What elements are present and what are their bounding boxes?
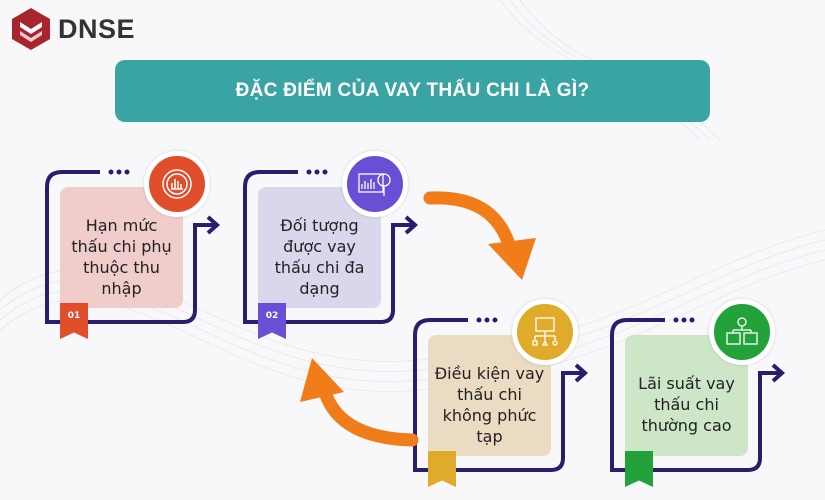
card-text: Lãi suất vay thấu chi thường cao [638,374,735,435]
feature-card-1: Hạn mức thấu chi phụ thuộc thu nhập 01 [45,151,225,345]
card-text-box: Hạn mức thấu chi phụ thuộc thu nhập [60,187,183,308]
folder-hierarchy-icon [512,299,578,365]
card-text: Điều kiện vay thấu chi không phức tạp [434,363,545,446]
card-frame [243,169,419,324]
dnse-logo-icon [12,8,50,50]
feature-card-3: Điều kiện vay thấu chi không phức tạp [413,299,593,493]
badge-number: 02 [265,311,279,321]
page-title: ĐẶC ĐIỂM CỦA VAY THẤU CHI LÀ GÌ? [235,80,590,101]
gear-boxes-icon [709,299,775,365]
title-banner: ĐẶC ĐIỂM CỦA VAY THẤU CHI LÀ GÌ? [115,60,710,122]
card-text: Đối tượng được vay thấu chi đa dạng [274,215,365,298]
feature-card-4: Lãi suất vay thấu chi thường cao [610,299,790,493]
feature-card-2: Đối tượng được vay thấu chi đa dạng 02 [243,151,423,345]
card-frame [413,317,589,472]
analytics-magnifier-icon [342,151,408,217]
card-frame [610,317,786,472]
badge-number: 01 [67,311,81,321]
logo-text: DNSE [58,13,136,44]
card-frame [45,169,221,324]
card-text: Hạn mức thấu chi phụ thuộc thu nhập [71,215,172,298]
logo[interactable]: DNSE [12,8,135,50]
card-text-box: Điều kiện vay thấu chi không phức tạp [428,335,551,456]
bar-chart-cycle-icon [144,151,210,217]
